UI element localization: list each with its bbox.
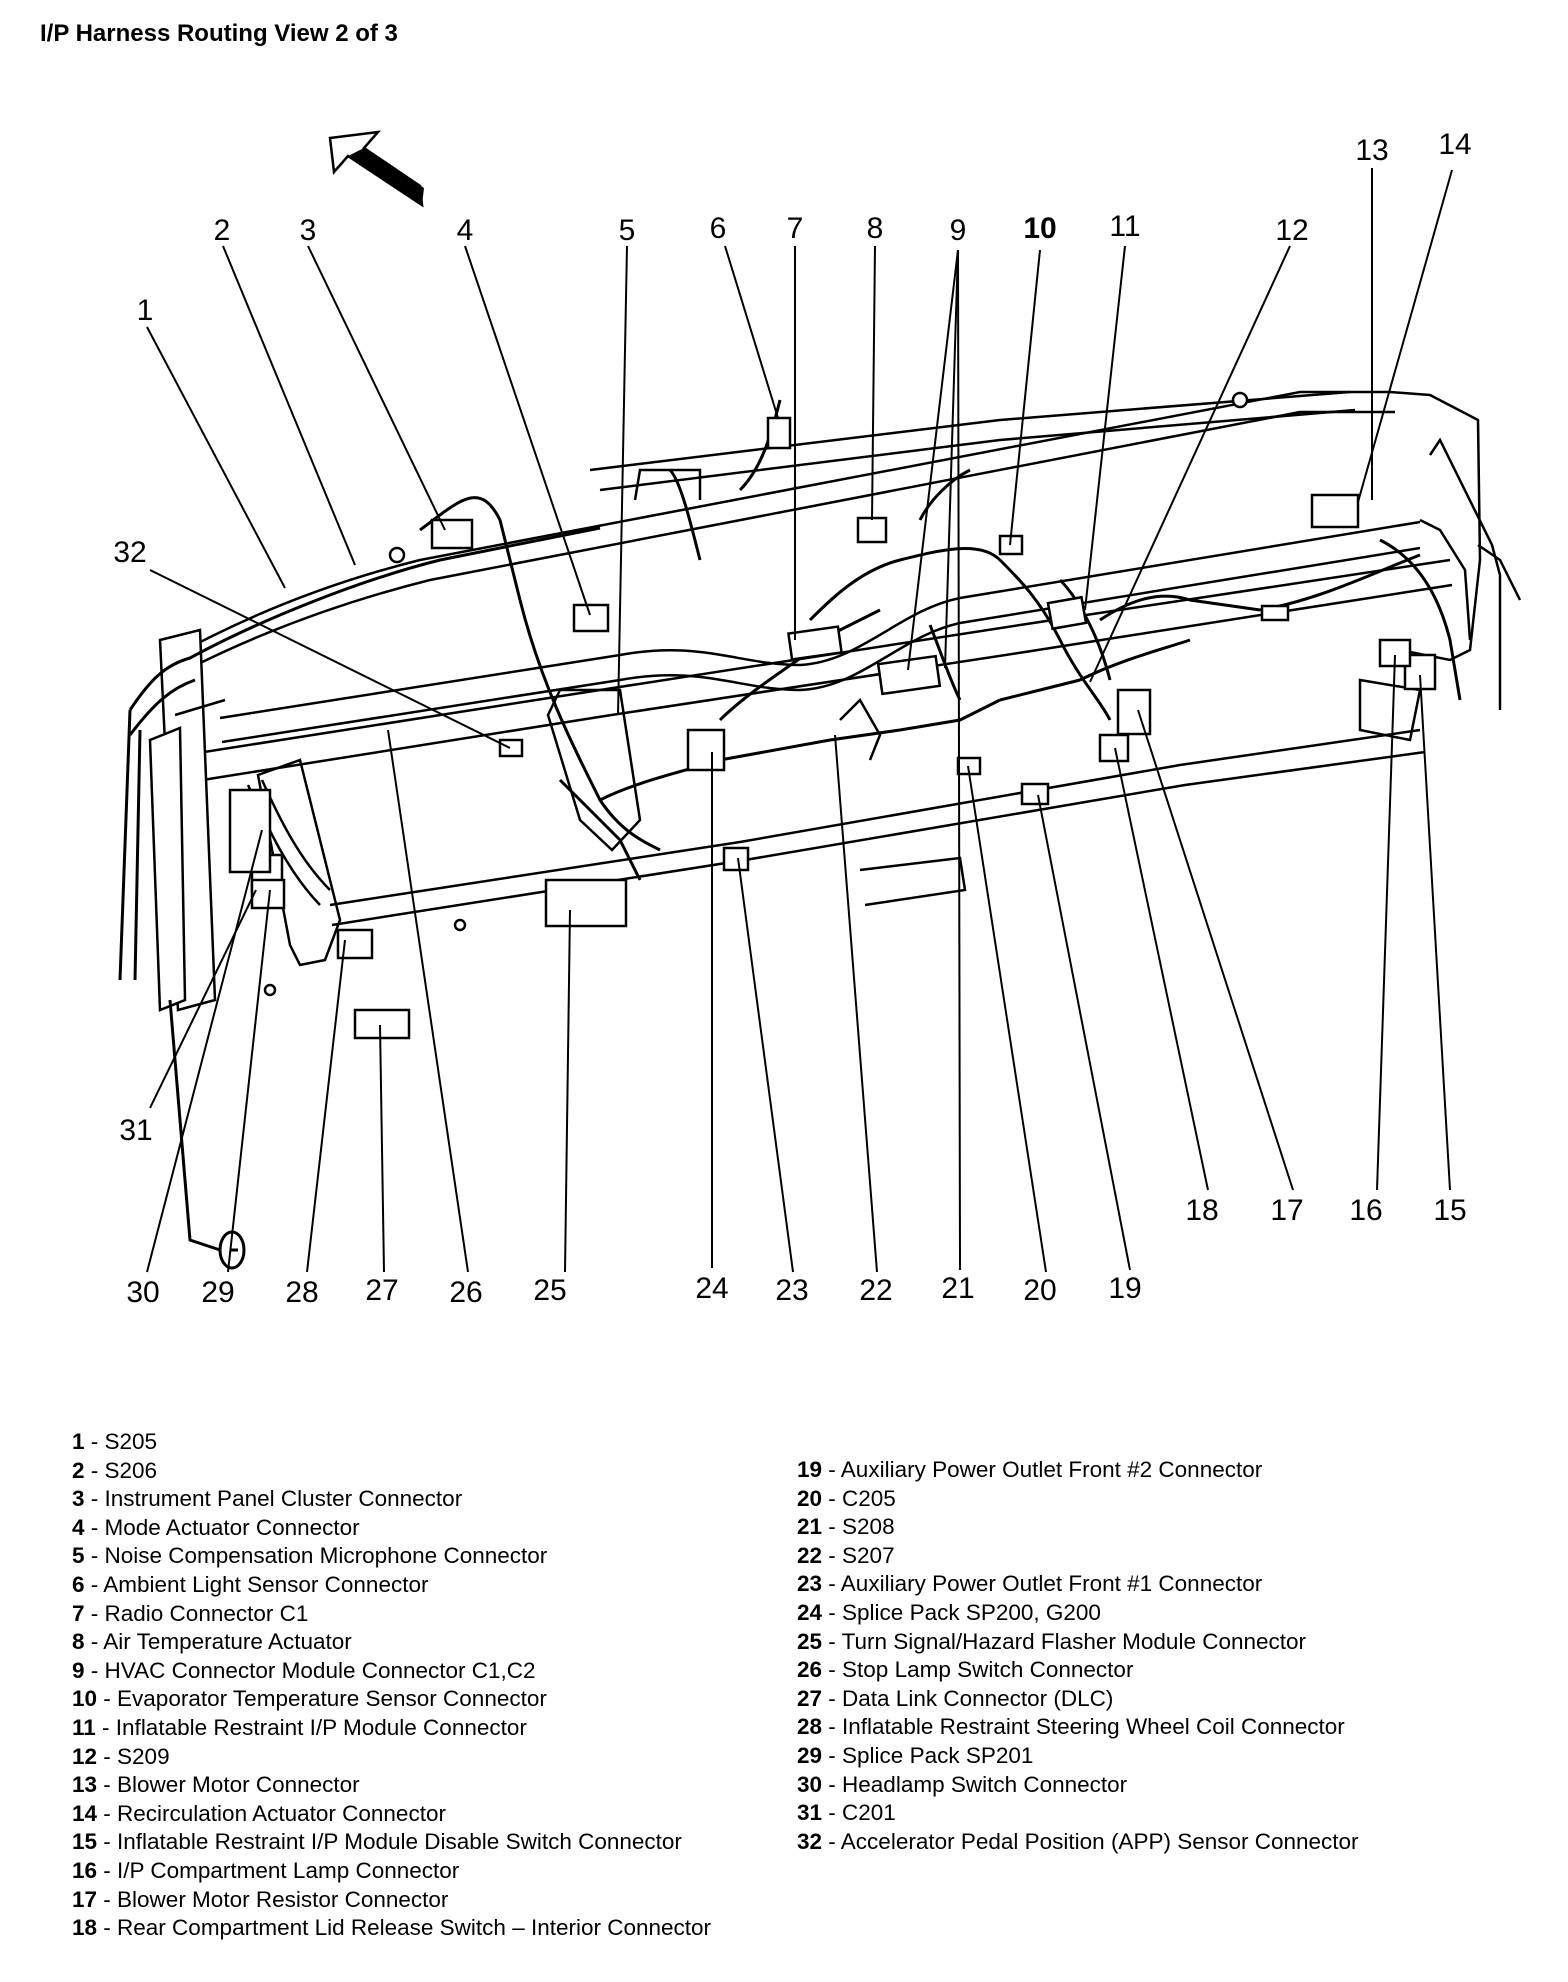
mode-actuator-connector: [572, 603, 610, 633]
legend-item: 17 - Blower Motor Resistor Connector: [72, 1886, 449, 1912]
callout-31: 31: [119, 1114, 152, 1147]
legend-item: 10 - Evaporator Temperature Sensor Conne…: [72, 1686, 547, 1712]
legend-item: 9 - HVAC Connector Module Connector C1,C…: [72, 1657, 536, 1683]
ambient-light-connector: [766, 416, 792, 450]
callout-labels: 1 2 3 4 5 6 7 8 9 10 11 12 13 14 15 16 1…: [113, 128, 1471, 1309]
callout-27: 27: [365, 1274, 398, 1307]
callout-6: 6: [710, 212, 727, 245]
c201: [250, 878, 286, 910]
legend-item: 15 - Inflatable Restraint I/P Module Dis…: [72, 1829, 682, 1855]
blower-resistor-connector: [1116, 688, 1152, 736]
legend-item: 4 - Mode Actuator Connector: [72, 1514, 360, 1540]
leader-lines: [146, 168, 1453, 1273]
legend-item: 14 - Recirculation Actuator Connector: [72, 1800, 446, 1826]
callout-19: 19: [1108, 1272, 1141, 1305]
callout-2: 2: [214, 214, 231, 247]
legend-item: 3 - Instrument Panel Cluster Connector: [72, 1486, 463, 1512]
callout-9: 9: [950, 214, 967, 247]
legend-item: 27 - Data Link Connector (DLC): [797, 1685, 1114, 1711]
callout-24: 24: [695, 1272, 728, 1305]
legend-item: 6 - Ambient Light Sensor Connector: [72, 1571, 429, 1597]
legend-item: 13 - Blower Motor Connector: [72, 1772, 360, 1798]
splice-pack-sp200: [686, 728, 726, 772]
callout-17: 17: [1270, 1194, 1303, 1227]
callout-26: 26: [449, 1276, 482, 1309]
legend-left-column: 1 - S205 2 - S206 3 - Instrument Panel C…: [72, 1428, 711, 1943]
radio-connector: [787, 625, 843, 661]
legend-item: 30 - Headlamp Switch Connector: [797, 1771, 1128, 1797]
legend-item: 31 - C201: [797, 1800, 896, 1826]
legend-item: 7 - Radio Connector C1: [72, 1600, 309, 1626]
callout-3: 3: [300, 214, 317, 247]
callout-13: 13: [1355, 134, 1388, 167]
flasher-module-connector: [544, 878, 628, 928]
hvac-connector: [876, 654, 942, 696]
callout-21: 21: [941, 1272, 974, 1305]
callout-5: 5: [619, 214, 636, 247]
legend-item: 25 - Turn Signal/Hazard Flasher Module C…: [797, 1628, 1307, 1654]
legend-item: 29 - Splice Pack SP201: [797, 1742, 1034, 1768]
callout-22: 22: [859, 1274, 892, 1307]
callout-1: 1: [137, 294, 154, 327]
air-temp-actuator-connector: [856, 516, 888, 544]
legend-item: 24 - Splice Pack SP200, G200: [797, 1599, 1101, 1625]
legend-item: 11 - Inflatable Restraint I/P Module Con…: [72, 1714, 527, 1740]
callout-28: 28: [285, 1276, 318, 1309]
legend-item: 23 - Auxiliary Power Outlet Front #1 Con…: [797, 1571, 1263, 1597]
legend-item: 21 - S208: [797, 1514, 895, 1540]
callout-32: 32: [113, 536, 146, 569]
callout-23: 23: [775, 1274, 808, 1307]
aux-power-1-connector: [722, 846, 750, 872]
connectors: [228, 391, 1437, 1040]
legend-item: 16 - I/P Compartment Lamp Connector: [72, 1857, 460, 1883]
forward-arrow-icon: [328, 130, 424, 208]
legend-item: 32 - Accelerator Pedal Position (APP) Se…: [797, 1828, 1359, 1854]
callout-12: 12: [1275, 214, 1308, 247]
s209: [1260, 604, 1290, 622]
legend-item: 28 - Inflatable Restraint Steering Wheel…: [797, 1714, 1345, 1740]
legend-item: 22 - S207: [797, 1542, 895, 1568]
ip-module-connector: [1046, 595, 1088, 631]
callout-29: 29: [201, 1276, 234, 1309]
aux-power-2-connector: [1020, 782, 1050, 806]
legend-item: 8 - Air Temperature Actuator: [72, 1629, 352, 1655]
callout-16: 16: [1349, 1194, 1382, 1227]
callout-11: 11: [1109, 210, 1140, 243]
trunk-release-connector: [1098, 733, 1130, 763]
callout-7: 7: [787, 212, 804, 245]
legend-item: 1 - S205: [72, 1429, 158, 1454]
legend-item: 18 - Rear Compartment Lid Release Switch…: [72, 1915, 712, 1941]
harness-diagram: 1 2 3 4 5 6 7 8 9 10 11 12 13 14 15 16 1…: [113, 128, 1522, 1309]
callout-20: 20: [1023, 1274, 1056, 1307]
callout-10: 10: [1023, 212, 1056, 245]
callout-4: 4: [457, 214, 474, 247]
legend-item: 20 - C205: [797, 1485, 896, 1511]
headlamp-switch-connector: [228, 788, 272, 874]
legend-item: 2 - S206: [72, 1457, 158, 1483]
legend-item: 19 - Auxiliary Power Outlet Front #2 Con…: [797, 1457, 1263, 1482]
legend-item: 12 - S209: [72, 1743, 170, 1769]
callout-15: 15: [1433, 1194, 1466, 1227]
cluster-connector: [430, 518, 474, 550]
legend-item: 5 - Noise Compensation Microphone Connec…: [72, 1543, 548, 1569]
page-title: I/P Harness Routing View 2 of 3: [40, 20, 398, 47]
callout-14: 14: [1438, 128, 1471, 161]
app-connector: [498, 738, 524, 758]
legend-item: 26 - Stop Lamp Switch Connector: [797, 1657, 1134, 1683]
dlc: [353, 1008, 411, 1040]
callout-18: 18: [1185, 1194, 1218, 1227]
ip-frame: [148, 390, 1522, 1012]
callout-30: 30: [126, 1276, 159, 1309]
legend-right-column: 19 - Auxiliary Power Outlet Front #2 Con…: [797, 1456, 1359, 1856]
callout-25: 25: [533, 1274, 566, 1307]
blower-motor-connector: [1310, 493, 1360, 529]
callout-8: 8: [867, 212, 884, 245]
